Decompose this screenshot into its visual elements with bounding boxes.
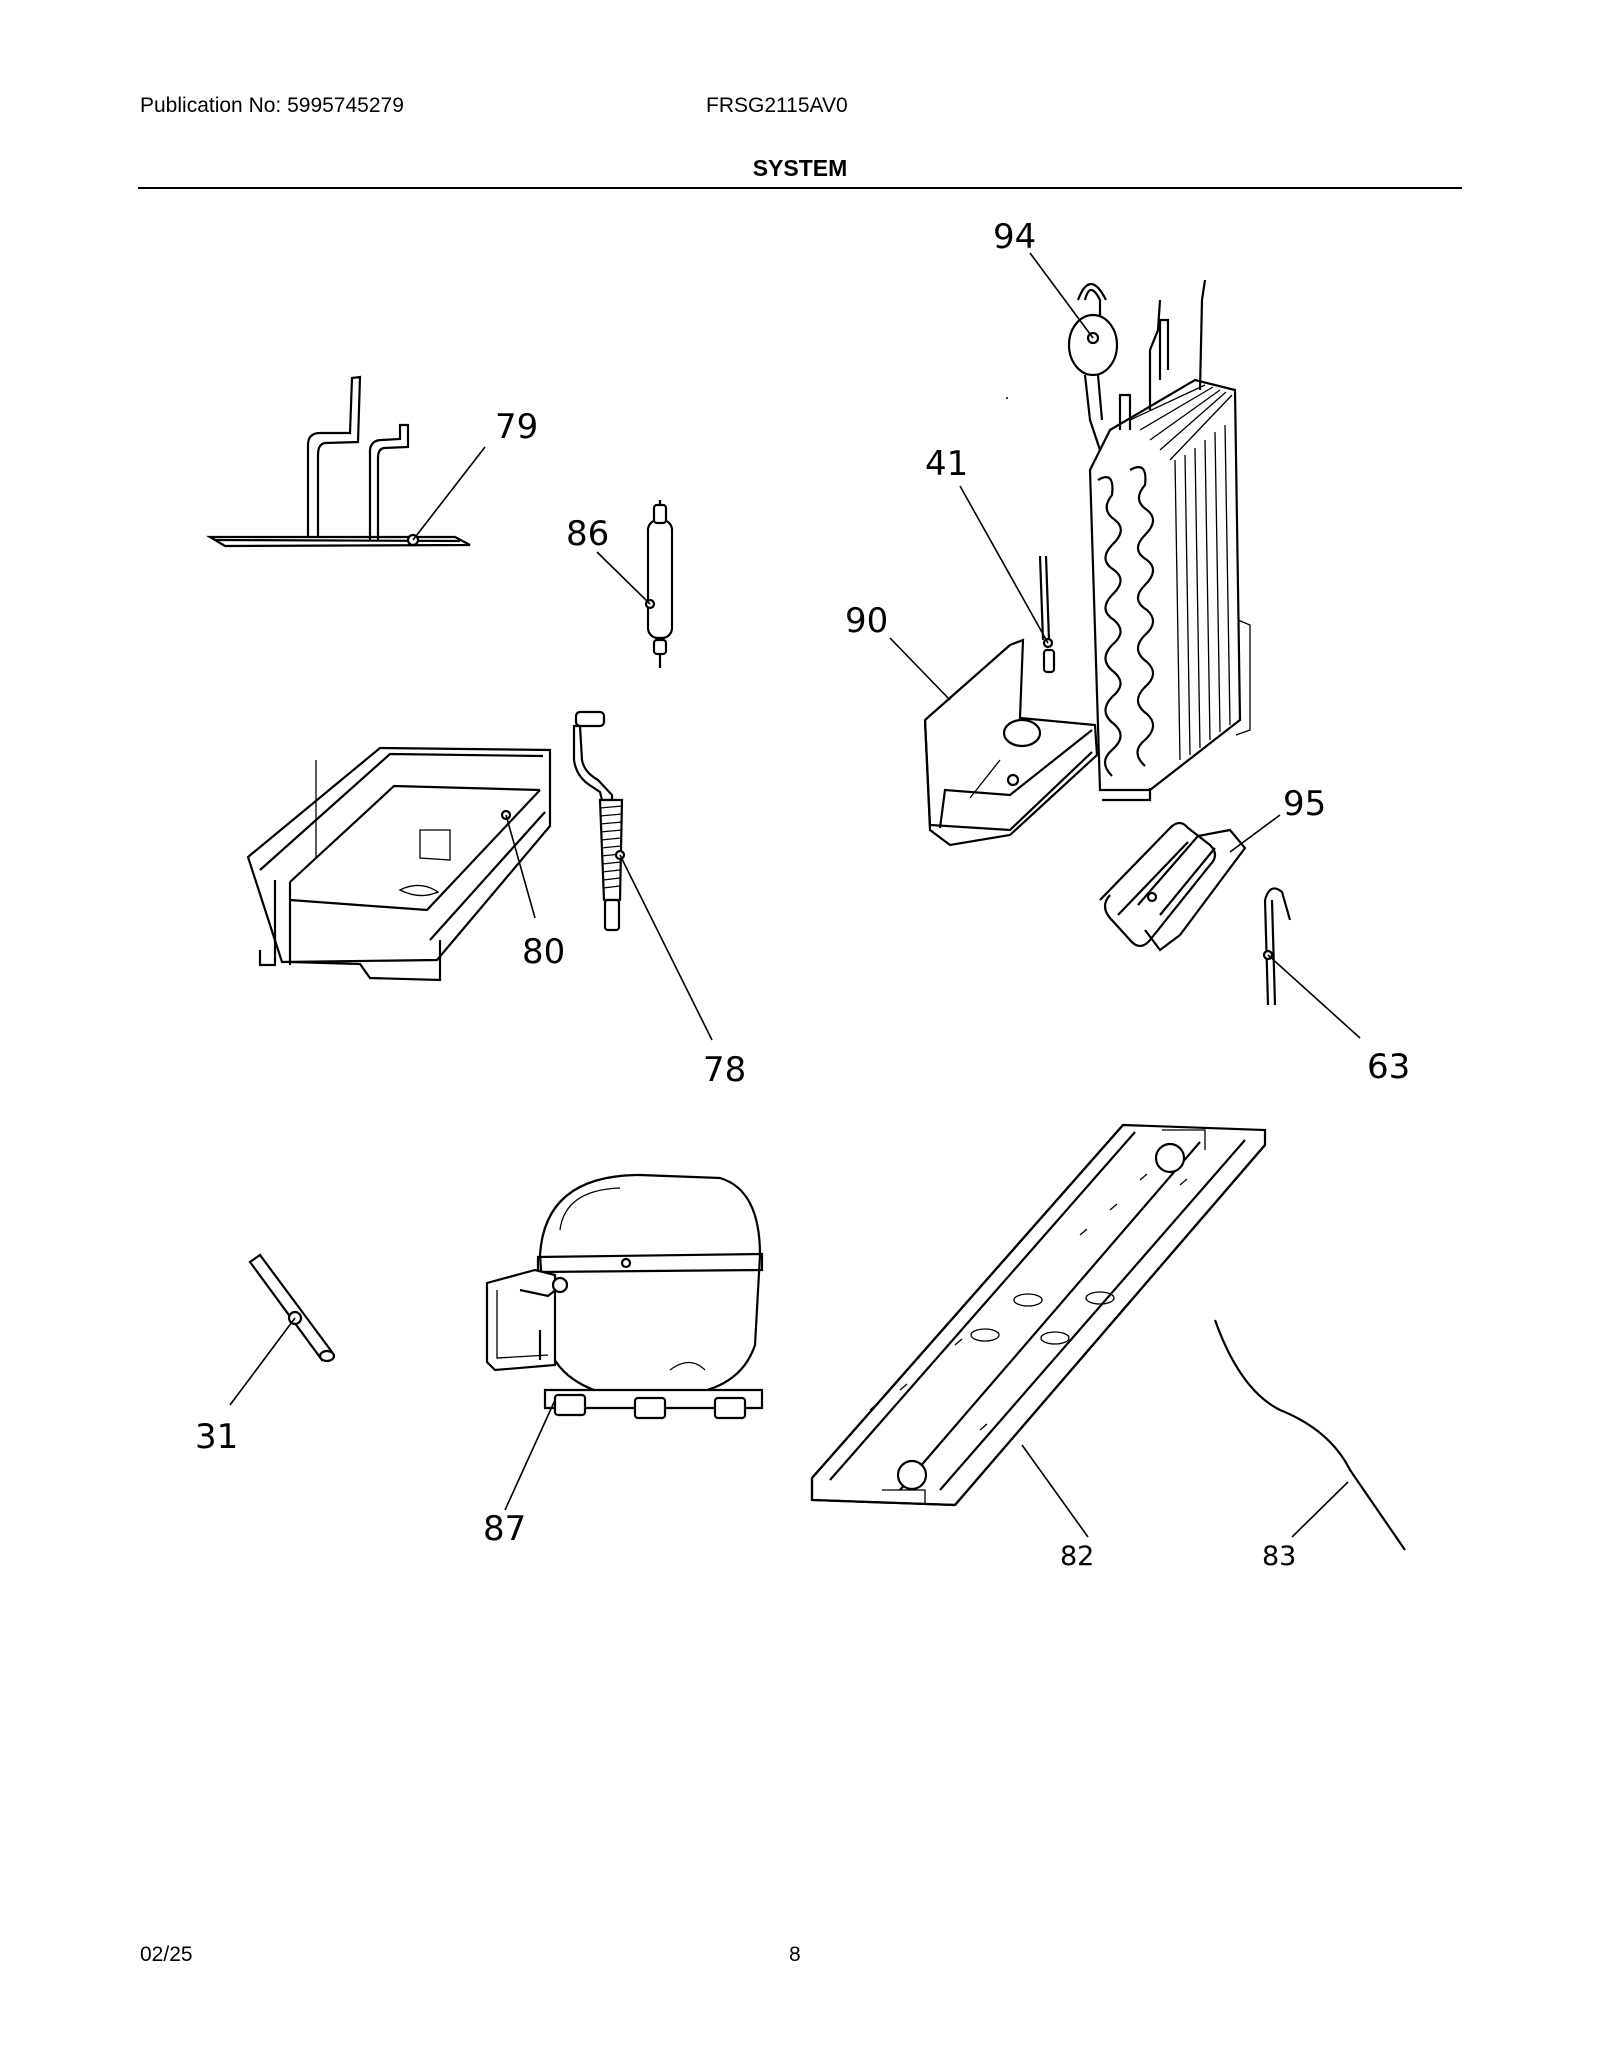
- leader-83: [1291, 1481, 1349, 1538]
- leader-82: [1021, 1444, 1089, 1538]
- section-title: SYSTEM: [752, 155, 848, 181]
- page-number: 8: [789, 1943, 801, 1966]
- callout-87: 87: [483, 1509, 526, 1549]
- leader-87: [504, 1399, 556, 1511]
- callout-83: 83: [1262, 1541, 1296, 1572]
- evaporator-illustration: [1088, 279, 1251, 802]
- callout-79: 79: [495, 407, 538, 447]
- publication-number: Publication No: 5995745279: [140, 94, 404, 117]
- header-divider: [138, 187, 1462, 189]
- part-82-illustration: [810, 1123, 1267, 1507]
- leader-95: [1229, 814, 1281, 853]
- stray-mark: [1006, 397, 1008, 399]
- callout-94: 94: [993, 217, 1036, 257]
- leader-78: [619, 854, 713, 1041]
- leader-80: [505, 814, 536, 919]
- leader-86: [596, 551, 651, 605]
- callout-31: 31: [195, 1417, 238, 1457]
- leader-79: [412, 446, 486, 541]
- part-79-illustration: [206, 375, 471, 548]
- part-41-illustration: [1038, 555, 1056, 674]
- leader-94: [1029, 252, 1094, 339]
- part-78-illustration: [572, 710, 626, 932]
- callout-78: 78: [703, 1050, 746, 1090]
- footer-date: 02/25: [140, 1943, 193, 1966]
- part-31-illustration: [248, 1253, 336, 1363]
- part-86-illustration: [644, 500, 674, 668]
- leader-31: [229, 1317, 296, 1406]
- leader-90: [889, 637, 951, 701]
- callout-82: 82: [1060, 1541, 1094, 1572]
- part-95-illustration: [1099, 821, 1247, 952]
- callout-90: 90: [845, 601, 888, 641]
- callout-63: 63: [1367, 1047, 1410, 1087]
- part-94-illustration: [1067, 282, 1119, 451]
- callout-86: 86: [566, 514, 609, 554]
- part-80-illustration: [246, 746, 552, 982]
- model-number: FRSG2115AV0: [706, 94, 848, 117]
- part-83-illustration: [1213, 1319, 1406, 1551]
- part-63-illustration: [1262, 887, 1292, 1006]
- callout-41: 41: [925, 444, 968, 484]
- leader-63: [1267, 954, 1361, 1039]
- callout-80: 80: [522, 932, 565, 972]
- part-90-illustration: [923, 638, 1099, 847]
- leader-41: [959, 485, 1049, 644]
- part-87-illustration: [485, 1173, 764, 1420]
- callout-95: 95: [1283, 784, 1326, 824]
